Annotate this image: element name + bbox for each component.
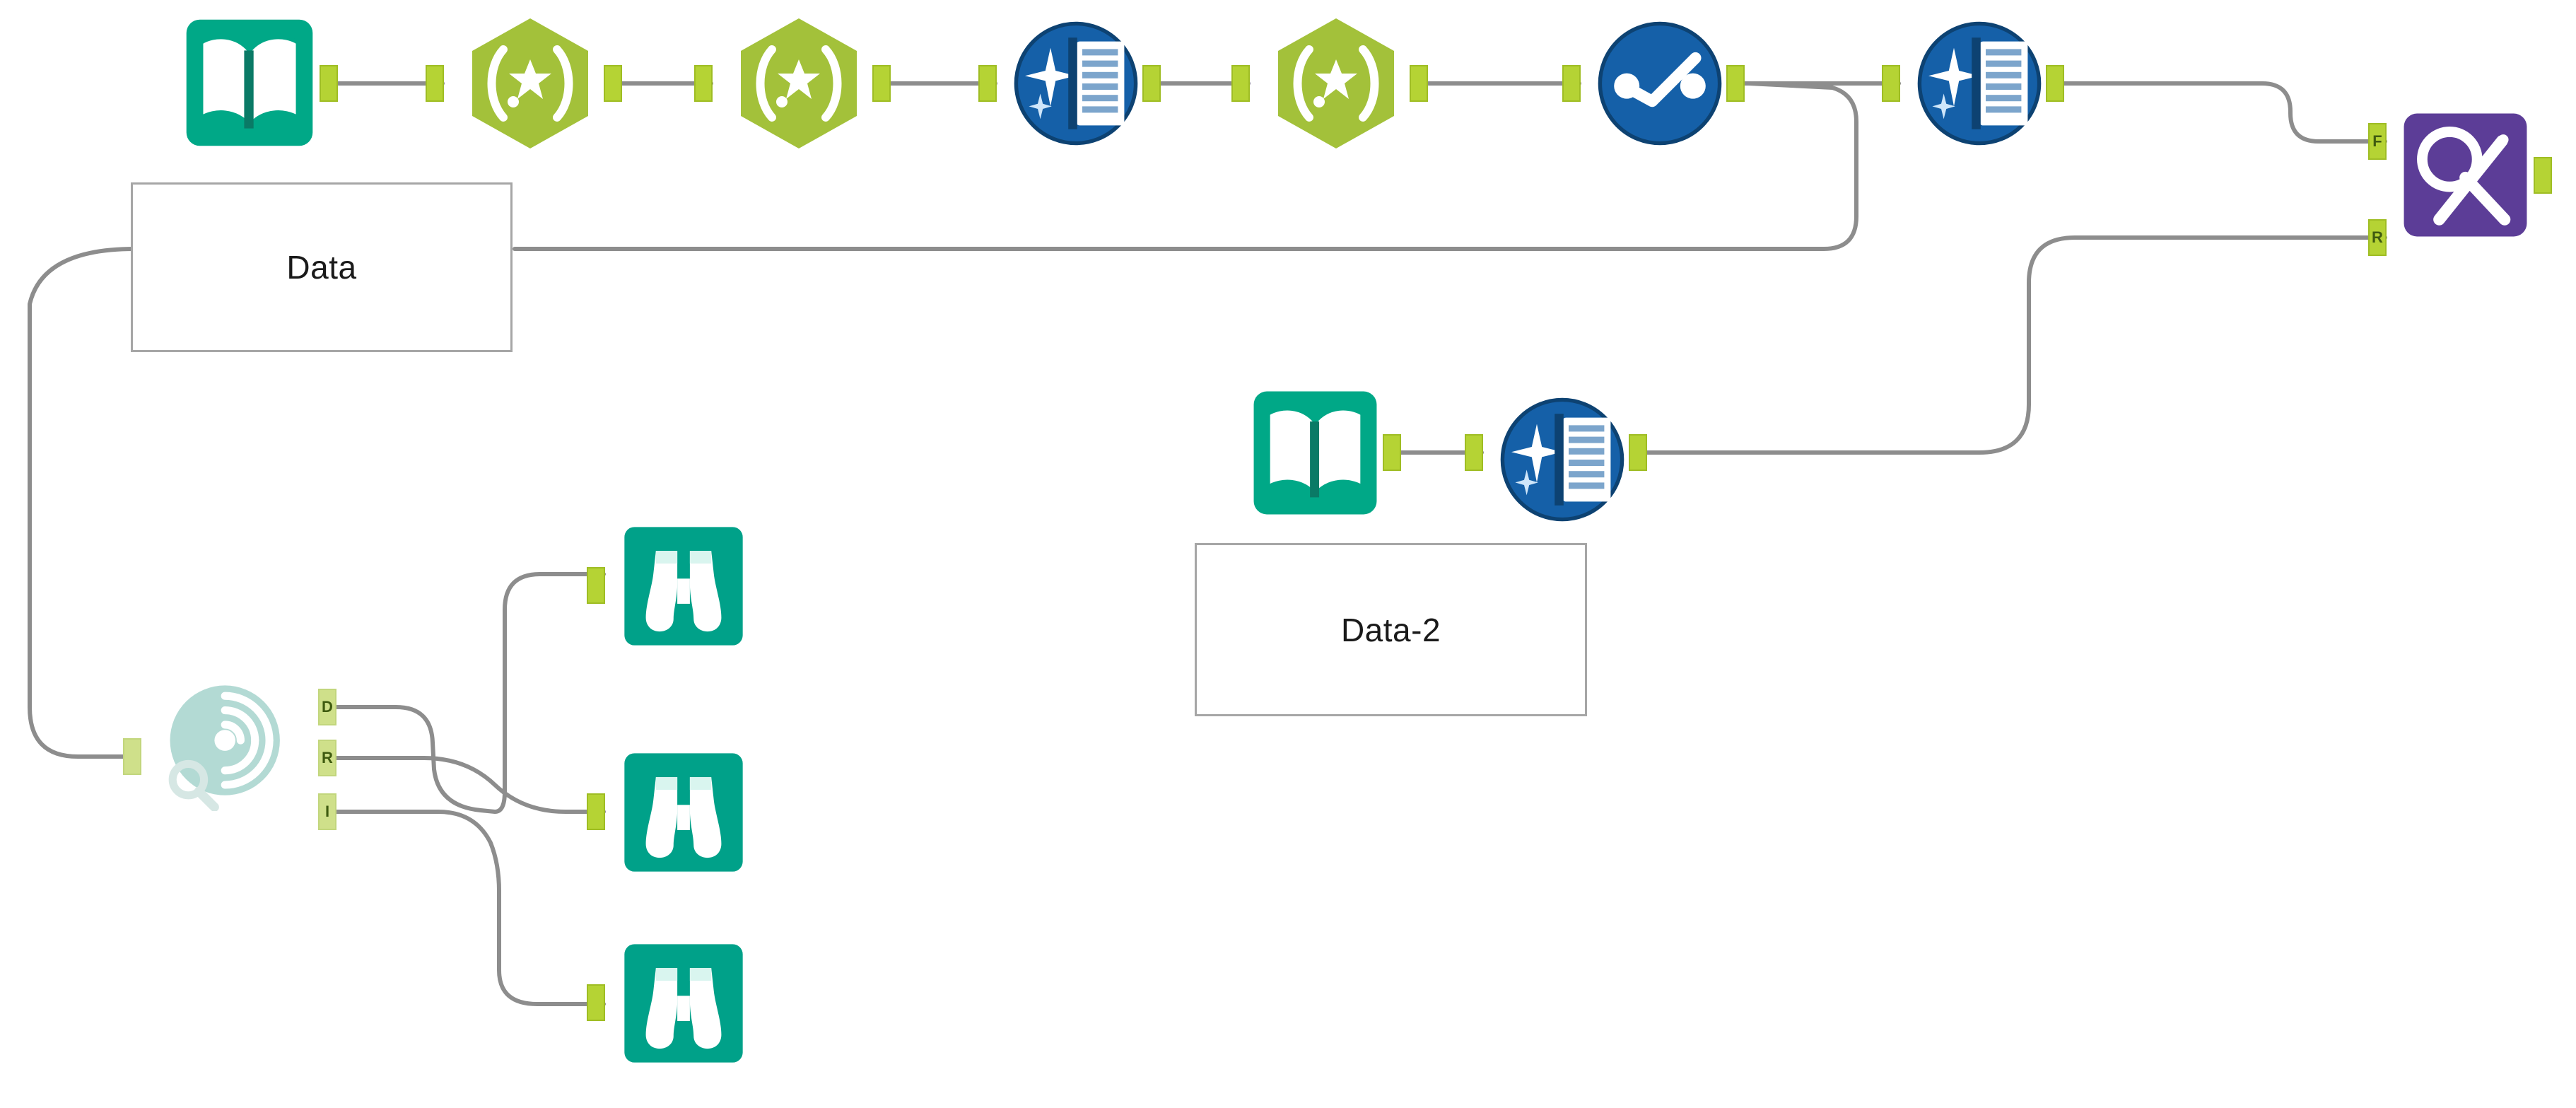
- input-port-data-cleansing-3[interactable]: [1465, 434, 1483, 471]
- regex-parse-icon: [472, 18, 588, 148]
- tool-input-data-2[interactable]: [1250, 387, 1381, 518]
- input-port-fuzzy-match-f[interactable]: [2368, 123, 2387, 160]
- comment-label: Data-2: [1340, 611, 1441, 648]
- output-port-regex-3[interactable]: [1410, 65, 1428, 102]
- tool-regex-2[interactable]: [728, 13, 870, 154]
- tool-data-cleansing-2[interactable]: [1916, 20, 2043, 147]
- browse-binoculars-icon: [624, 753, 743, 872]
- tool-browse-1[interactable]: [621, 523, 747, 649]
- browse-binoculars-icon: [624, 944, 743, 1063]
- wire-find-r-browse2: [334, 756, 606, 814]
- find-nearest-radar-icon: [168, 685, 280, 811]
- tool-data-cleansing-3[interactable]: [1499, 396, 1626, 523]
- input-port-browse-1[interactable]: [587, 567, 605, 604]
- tool-select-1[interactable]: [1596, 20, 1723, 147]
- output-port-input-data-1[interactable]: [320, 65, 338, 102]
- comment-box-data[interactable]: Data: [131, 182, 513, 352]
- input-port-data-cleansing-1[interactable]: [978, 65, 997, 102]
- input-port-regex-2[interactable]: [694, 65, 713, 102]
- input-port-find-nearest[interactable]: [123, 738, 141, 775]
- comment-box-data-2[interactable]: Data-2: [1195, 543, 1587, 716]
- data-cleansing-icon: [1917, 21, 2042, 146]
- output-port-fuzzy-match-1[interactable]: [2534, 157, 2552, 194]
- input-port-regex-1[interactable]: [426, 65, 444, 102]
- output-port-regex-1[interactable]: [604, 65, 622, 102]
- output-port-find-nearest-d[interactable]: [318, 689, 336, 725]
- wire-comment-findnearest: [28, 247, 141, 759]
- comment-label: Data: [286, 249, 357, 286]
- input-data-book-icon: [1253, 391, 1377, 515]
- data-cleansing-icon: [1014, 21, 1138, 146]
- input-data-book-icon: [186, 19, 313, 146]
- browse-binoculars-icon: [624, 527, 743, 646]
- input-port-browse-2[interactable]: [587, 793, 605, 830]
- input-port-fuzzy-match-r[interactable]: [2368, 219, 2387, 256]
- tool-browse-2[interactable]: [621, 750, 747, 875]
- wire-cleansing2-fuzzy-f: [2061, 81, 2387, 144]
- fuzzy-match-icon: [2404, 113, 2527, 237]
- input-port-regex-3[interactable]: [1231, 65, 1250, 102]
- wire-cleansing3-fuzzy-r: [1644, 235, 2387, 455]
- input-port-browse-3[interactable]: [587, 984, 605, 1021]
- tool-input-data-1[interactable]: [182, 16, 317, 150]
- data-cleansing-icon: [1500, 397, 1624, 522]
- input-port-data-cleansing-2[interactable]: [1882, 65, 1900, 102]
- output-port-data-cleansing-3[interactable]: [1629, 434, 1647, 471]
- tool-browse-3[interactable]: [621, 940, 747, 1066]
- regex-parse-icon: [1278, 18, 1394, 148]
- output-port-find-nearest-i[interactable]: [318, 793, 336, 830]
- output-port-regex-2[interactable]: [872, 65, 891, 102]
- input-port-select-1[interactable]: [1562, 65, 1581, 102]
- wire-find-i-browse3: [334, 810, 606, 1006]
- output-port-data-cleansing-1[interactable]: [1142, 65, 1161, 102]
- regex-parse-icon: [741, 18, 857, 148]
- tool-find-nearest-disabled[interactable]: [157, 680, 288, 811]
- select-line-chart-icon: [1598, 21, 1722, 146]
- tool-regex-1[interactable]: [459, 13, 601, 154]
- output-port-data-cleansing-2[interactable]: [2046, 65, 2064, 102]
- output-port-find-nearest-r[interactable]: [318, 740, 336, 776]
- wire-find-d-browse1: [334, 572, 606, 815]
- tool-fuzzy-match-1[interactable]: [2400, 110, 2531, 240]
- tool-regex-3[interactable]: [1265, 13, 1407, 154]
- tool-data-cleansing-1[interactable]: [1012, 20, 1140, 147]
- output-port-input-data-2[interactable]: [1383, 434, 1401, 471]
- output-port-select-1[interactable]: [1726, 65, 1745, 102]
